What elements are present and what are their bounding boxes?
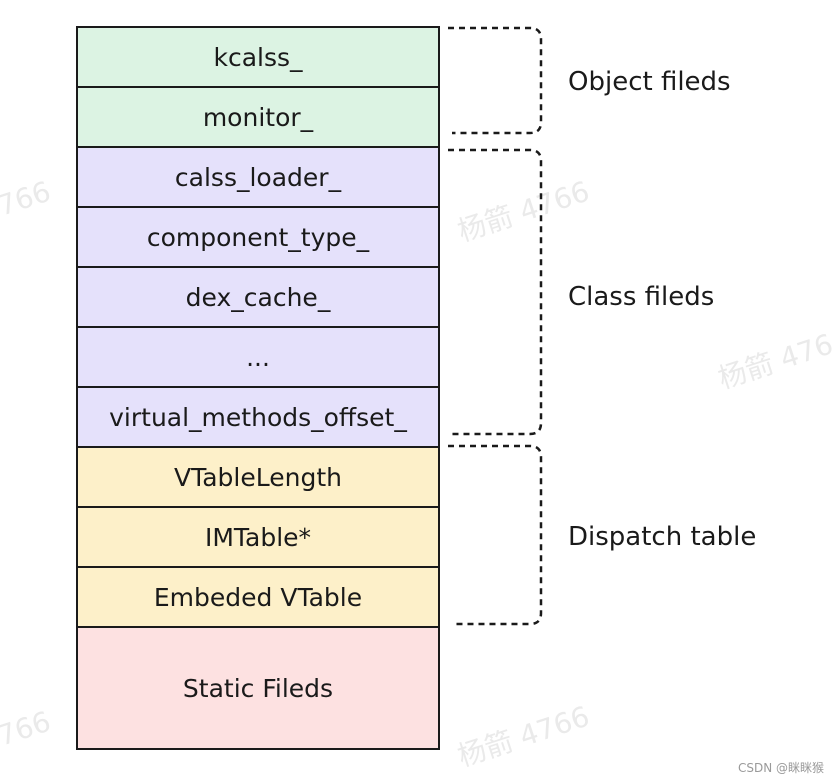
field-imtable: IMTable* — [78, 508, 438, 568]
field-vtable-length: VTableLength — [78, 448, 438, 508]
object-fields-label: Object fileds — [568, 67, 731, 97]
dispatch-table-label: Dispatch table — [568, 522, 757, 552]
dispatch-table-bracket — [448, 444, 543, 626]
source-credit: CSDN @眯眯猴 — [737, 761, 824, 775]
field-virtual-methods-offset: virtual_methods_offset_ — [78, 388, 438, 448]
field-component-type: component_type_ — [78, 208, 438, 268]
class-fields-label: Class fileds — [568, 282, 715, 312]
class-fields-bracket — [448, 148, 543, 436]
field-monitor: monitor_ — [78, 88, 438, 148]
field-embedded-vtable: Embeded VTable — [78, 568, 438, 628]
object-fields-bracket — [448, 26, 543, 135]
field-dex-cache: dex_cache_ — [78, 268, 438, 328]
field-kclass: kcalss_ — [78, 28, 438, 88]
field-static-fields: Static Fileds — [78, 628, 438, 748]
field-class-loader: calss_loader_ — [78, 148, 438, 208]
field-ellipsis: ... — [78, 328, 438, 388]
class-layout-stack: kcalss_ monitor_ calss_loader_ component… — [76, 26, 440, 750]
